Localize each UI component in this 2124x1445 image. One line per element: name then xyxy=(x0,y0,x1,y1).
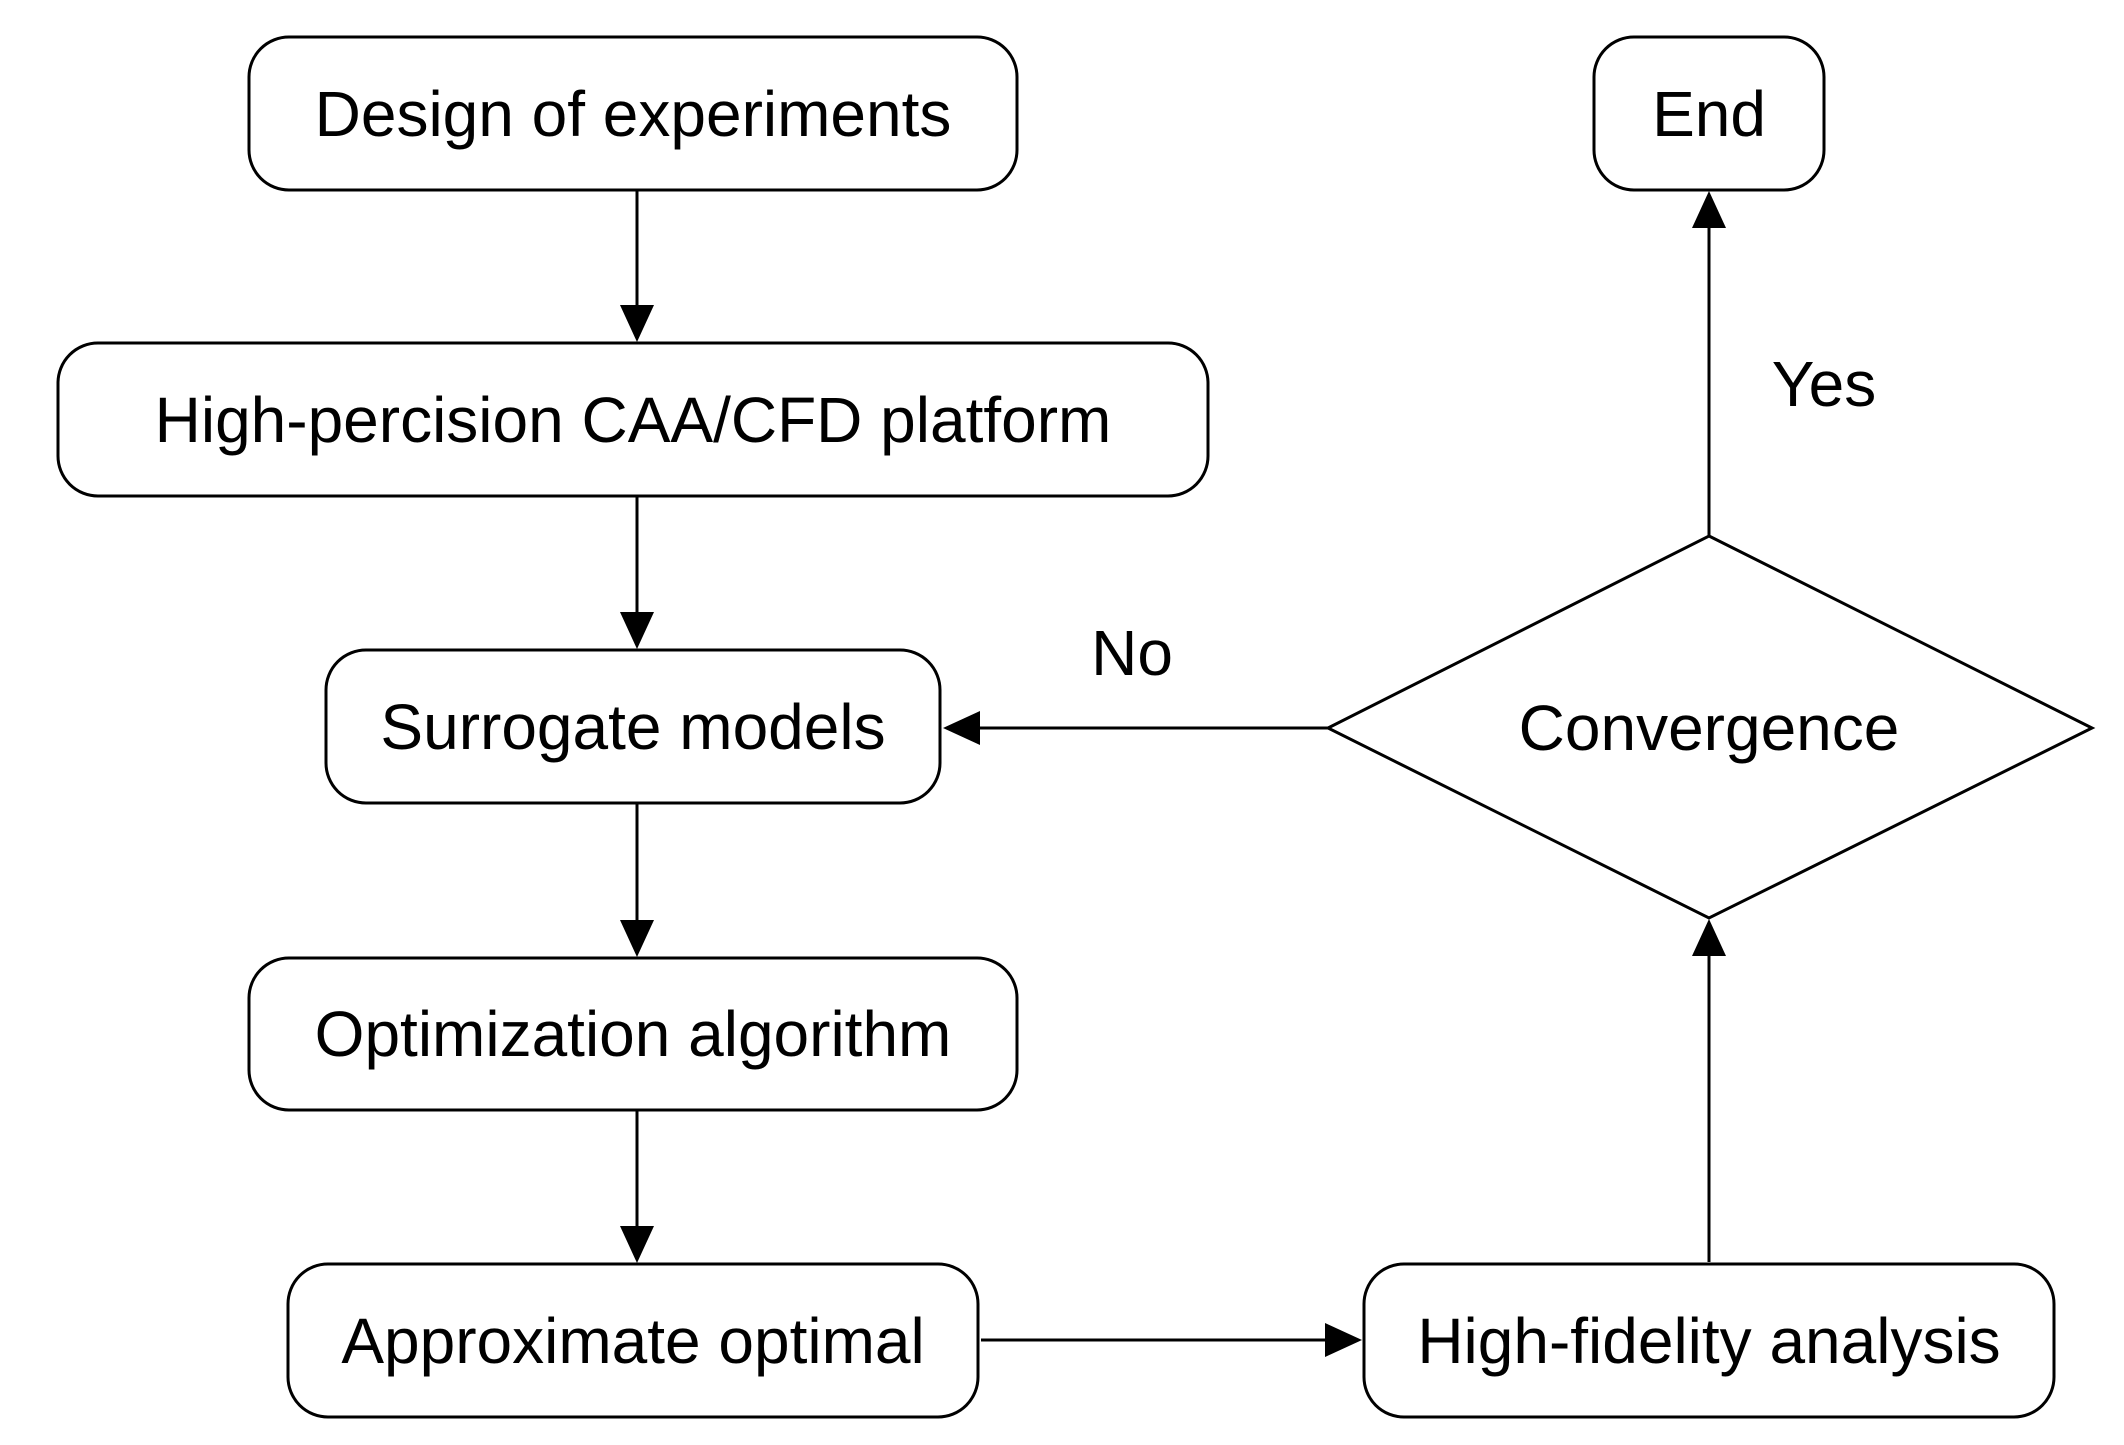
node-end: End xyxy=(1592,35,1826,192)
node-label: High-fidelity analysis xyxy=(1417,1305,2000,1377)
edges xyxy=(620,190,1726,1357)
edge-label-yes: Yes xyxy=(1772,348,1876,420)
node-label: High-percision CAA/CFD platform xyxy=(155,384,1112,456)
edge-optimization-to-approx xyxy=(620,1110,654,1263)
edge-surrogate-to-optimization xyxy=(620,803,654,957)
node-design-of-experiments: Design of experiments xyxy=(247,35,1019,192)
node-label: Surrogate models xyxy=(380,691,885,763)
edge-convergence-to-end xyxy=(1692,191,1726,536)
node-high-fidelity-analysis: High-fidelity analysis xyxy=(1362,1262,2056,1419)
node-surrogate-models: Surrogate models xyxy=(324,648,942,805)
node-convergence-decision: Convergence xyxy=(1324,534,2096,920)
node-approximate-optimal: Approximate optimal xyxy=(286,1262,980,1419)
node-label: Convergence xyxy=(1519,692,1900,764)
node-label: Optimization algorithm xyxy=(315,998,952,1070)
node-label: End xyxy=(1652,78,1766,150)
edge-approx-to-highfi xyxy=(981,1323,1362,1357)
node-optimization-algorithm: Optimization algorithm xyxy=(247,956,1019,1112)
edge-platform-to-surrogate xyxy=(620,496,654,649)
edge-highfi-to-convergence xyxy=(1692,919,1726,1262)
edge-design-to-platform xyxy=(620,190,654,342)
node-label: Approximate optimal xyxy=(341,1305,924,1377)
node-high-percision-platform: High-percision CAA/CFD platform xyxy=(56,341,1210,498)
node-label: Design of experiments xyxy=(315,78,952,150)
edge-convergence-to-surrogate xyxy=(943,711,1328,745)
edge-label-no: No xyxy=(1091,617,1173,689)
